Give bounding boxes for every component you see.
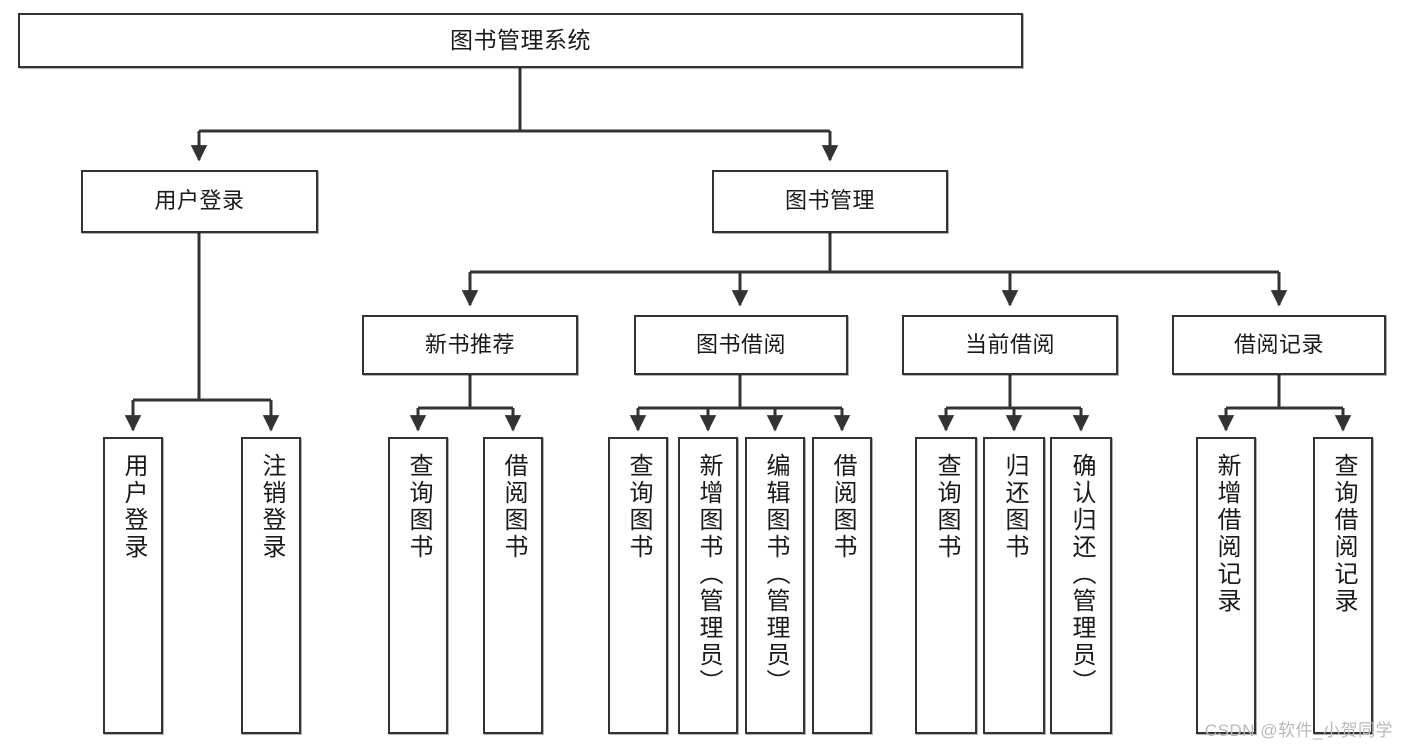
node-borrow-records-label: 借阅记录 — [1233, 331, 1324, 357]
node-new-book-recommend-label: 新书推荐 — [424, 331, 515, 357]
node-borrow-records[interactable]: 借阅记录 — [1172, 315, 1386, 375]
node-new-book-recommend[interactable]: 新书推荐 — [362, 315, 578, 375]
node-book-management-label: 图书管理 — [784, 188, 875, 214]
watermark-text: CSDN @软件_小贺同学 — [1204, 721, 1393, 740]
leaf-borrow-query-book[interactable]: 查询图书 — [608, 437, 668, 734]
leaf-recommend-borrow-book[interactable]: 借阅图书 — [483, 437, 543, 734]
leaf-user-login-signin[interactable]: 用户登录 — [103, 437, 163, 734]
node-book-borrow[interactable]: 图书借阅 — [634, 315, 848, 375]
leaf-user-login-signin-label: 用户登录 — [120, 453, 147, 561]
node-root-label: 图书管理系统 — [450, 26, 591, 53]
leaf-user-login-signout-label: 注销登录 — [258, 453, 285, 561]
node-user-login[interactable]: 用户登录 — [81, 170, 318, 233]
node-current-borrow[interactable]: 当前借阅 — [902, 315, 1118, 375]
leaf-current-confirm-return-admin[interactable]: 确认归还（管理员） — [1050, 437, 1112, 734]
leaf-recommend-query-book[interactable]: 查询图书 — [388, 437, 448, 734]
leaf-borrow-edit-book-admin-label: 编辑图书（管理员） — [762, 453, 789, 696]
leaf-records-query-record[interactable]: 查询借阅记录 — [1313, 437, 1373, 734]
leaf-borrow-borrow-book-label: 借阅图书 — [829, 453, 856, 561]
leaf-current-return-book-label: 归还图书 — [1001, 453, 1028, 561]
leaf-records-query-record-label: 查询借阅记录 — [1330, 453, 1357, 615]
leaf-borrow-borrow-book[interactable]: 借阅图书 — [812, 437, 872, 734]
node-current-borrow-label: 当前借阅 — [964, 331, 1055, 357]
leaf-current-confirm-return-admin-label: 确认归还（管理员） — [1068, 453, 1095, 696]
node-book-borrow-label: 图书借阅 — [695, 331, 786, 357]
leaf-borrow-add-book-admin-label: 新增图书（管理员） — [695, 453, 722, 696]
node-user-login-label: 用户登录 — [154, 188, 245, 214]
leaf-user-login-signout[interactable]: 注销登录 — [241, 437, 301, 734]
leaf-records-add-record-label: 新增借阅记录 — [1213, 453, 1240, 615]
leaf-borrow-query-book-label: 查询图书 — [625, 453, 652, 561]
leaf-current-query-book[interactable]: 查询图书 — [915, 437, 977, 734]
leaf-current-query-book-label: 查询图书 — [933, 453, 960, 561]
leaf-borrow-edit-book-admin[interactable]: 编辑图书（管理员） — [745, 437, 805, 734]
leaf-recommend-borrow-book-label: 借阅图书 — [500, 453, 527, 561]
leaf-borrow-add-book-admin[interactable]: 新增图书（管理员） — [678, 437, 738, 734]
node-book-management[interactable]: 图书管理 — [712, 170, 948, 233]
leaf-current-return-book[interactable]: 归还图书 — [983, 437, 1045, 734]
leaf-records-add-record[interactable]: 新增借阅记录 — [1196, 437, 1256, 734]
leaf-recommend-query-book-label: 查询图书 — [405, 453, 432, 561]
node-root[interactable]: 图书管理系统 — [18, 13, 1023, 68]
